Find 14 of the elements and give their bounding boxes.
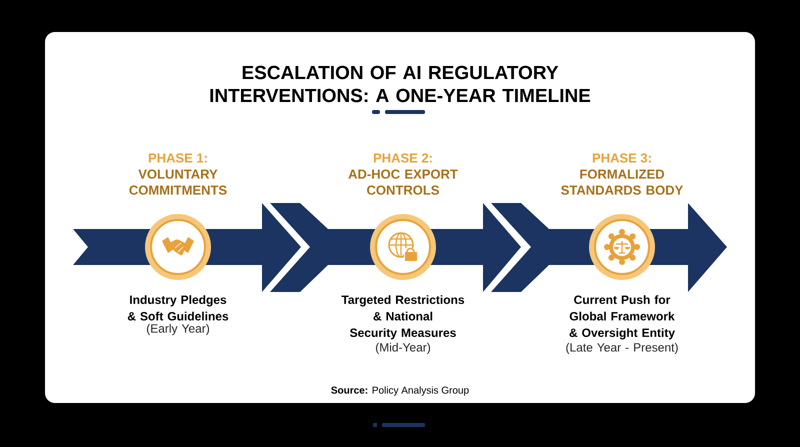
date-label: (Early Year) (146, 324, 210, 336)
phase-description: Targeted Restrictions & National Security Measures (342, 295, 464, 340)
phase-heading: VOLUNTARY COMMITMENTS (129, 170, 227, 195)
phase-label: PHASE 2: (374, 153, 432, 163)
phase-label: PHASE 1: (148, 153, 207, 163)
phase-heading: FORMALIZED STANDARDS BODY (561, 170, 684, 195)
date-label: (Late Year - Present) (566, 342, 678, 354)
phase-description: Current Push for Global Framework & Oversight Entity (570, 295, 675, 340)
phase-description: Industry Pledges & Soft Guidelines (128, 295, 228, 320)
date-label: (Mid-Year) (376, 342, 430, 354)
title: ESCALATION OF AI REGULATORY INTERVENTIONS: A ONE-YEAR TIMELINE (210, 66, 590, 102)
phase-label: PHASE 3: (592, 153, 651, 163)
source-note: Source: Policy Analysis Group (331, 386, 469, 396)
phase-heading: AD-HOC EXPORT CONTROLS (348, 170, 458, 195)
